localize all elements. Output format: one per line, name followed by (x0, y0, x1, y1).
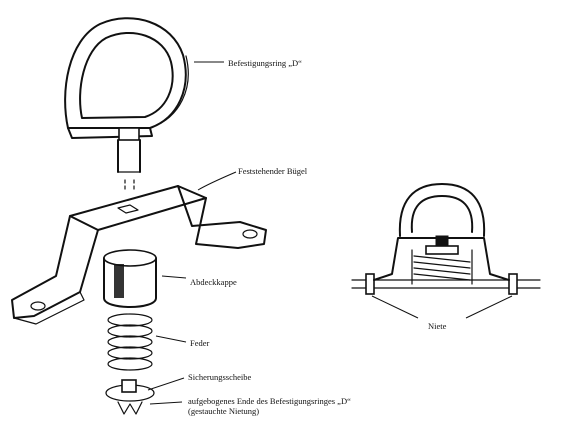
leader-lines (147, 61, 513, 405)
label-spring: Feder (190, 338, 210, 348)
locking-washer (105, 379, 155, 415)
label-cap: Abdeckkappe (190, 277, 237, 287)
sectional-view (351, 183, 541, 295)
cover-cap (103, 249, 157, 308)
rivet-left (365, 273, 375, 295)
fixed-bracket (11, 185, 267, 325)
d-ring (64, 17, 189, 139)
d-ring-stem (117, 127, 141, 191)
label-ring: Befestigungsring „D“ (228, 58, 302, 68)
label-bent-end-line1: aufgebogenes Ende des Befestigungsringes… (188, 396, 351, 406)
rivet-right (508, 273, 518, 295)
label-rivet: Niete (428, 321, 447, 331)
label-bracket: Feststehender Bügel (238, 166, 308, 176)
spring (107, 313, 153, 371)
label-bent-end-line2: (gestauchte Nietung) (188, 406, 260, 416)
label-washer: Sicherungsscheibe (188, 372, 252, 382)
